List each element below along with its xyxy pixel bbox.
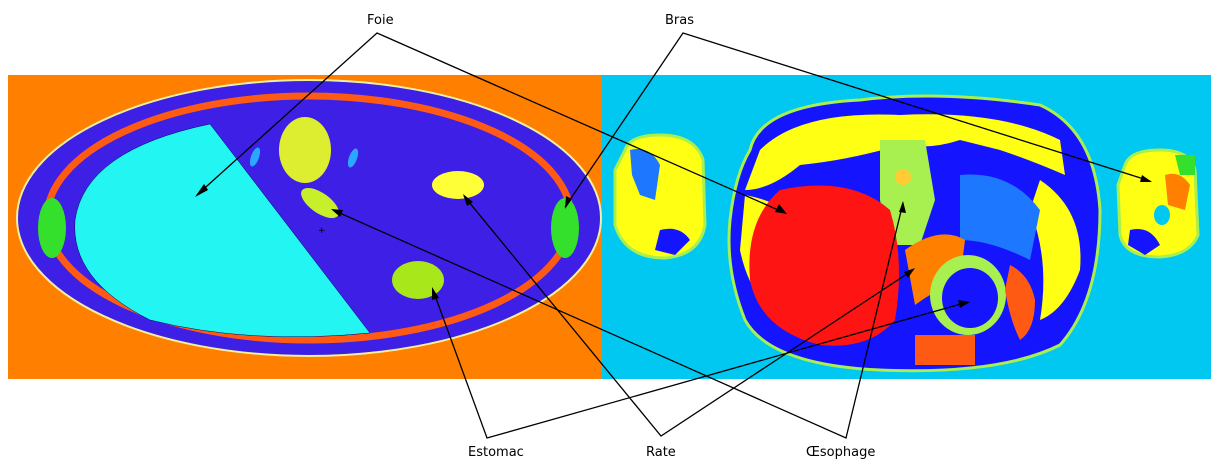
arrow-foie-left [195,184,208,197]
label-foie: Foie [367,13,394,28]
arrow-foie-right [775,204,787,214]
phantom-liver [74,123,371,338]
ct-fat-upper [745,114,1065,190]
estomac-connector [432,289,969,439]
phantom-arm-left [38,198,66,258]
ct-stomach [942,268,998,328]
label-rate: Rate [646,445,676,460]
ct-fat-right [1030,180,1081,320]
phantom-stomach [392,261,444,299]
ct-arm-right-green [1175,155,1195,175]
rate-connector [463,195,914,437]
ct-spleen [1005,265,1035,340]
ct-liver [749,185,899,346]
phantom-center-mark: + [318,226,326,236]
arrowheads [195,175,1152,308]
phantom-arm-right [551,198,579,258]
bras-connector [564,32,1151,208]
label-estomac: Estomac [468,445,524,460]
phantom-oesophagus [301,187,339,219]
arrow-bras-right [1140,175,1152,182]
phantom-aorta [279,117,331,183]
ct-panel [602,75,1211,379]
ct-tissue-blue [960,174,1040,260]
ct-orange-lower [915,335,975,365]
phantom-panel: + [8,75,602,379]
ct-arm-right-orange [1165,173,1190,210]
ct-orange-region [905,234,965,305]
ct-arm-right-hole [1154,205,1170,225]
ct-arm-left-inner [630,149,660,200]
label-bras: Bras [665,13,694,28]
arrow-estomac-left [432,287,439,300]
phantom-vessel-left [249,147,261,167]
arrow-oesophage-right [899,201,906,213]
ct-arm-left-blue [655,228,690,255]
arrow-oesophage-left [331,209,343,217]
phantom-spleen [432,171,484,199]
ct-spine [880,140,935,245]
label-oesophage: Œsophage [806,445,875,460]
ct-spine-core [895,169,911,185]
foie-connector [196,32,786,214]
ct-arm-right-blue [1128,229,1160,255]
connector-lines [196,32,1151,439]
phantom-vessel-right [347,148,359,168]
arrow-estomac-right [958,300,970,308]
arrow-rate-right [904,268,915,278]
arrow-rate-left [463,194,473,206]
oesophage-connector [332,202,904,439]
arrow-bras-left [565,196,572,209]
